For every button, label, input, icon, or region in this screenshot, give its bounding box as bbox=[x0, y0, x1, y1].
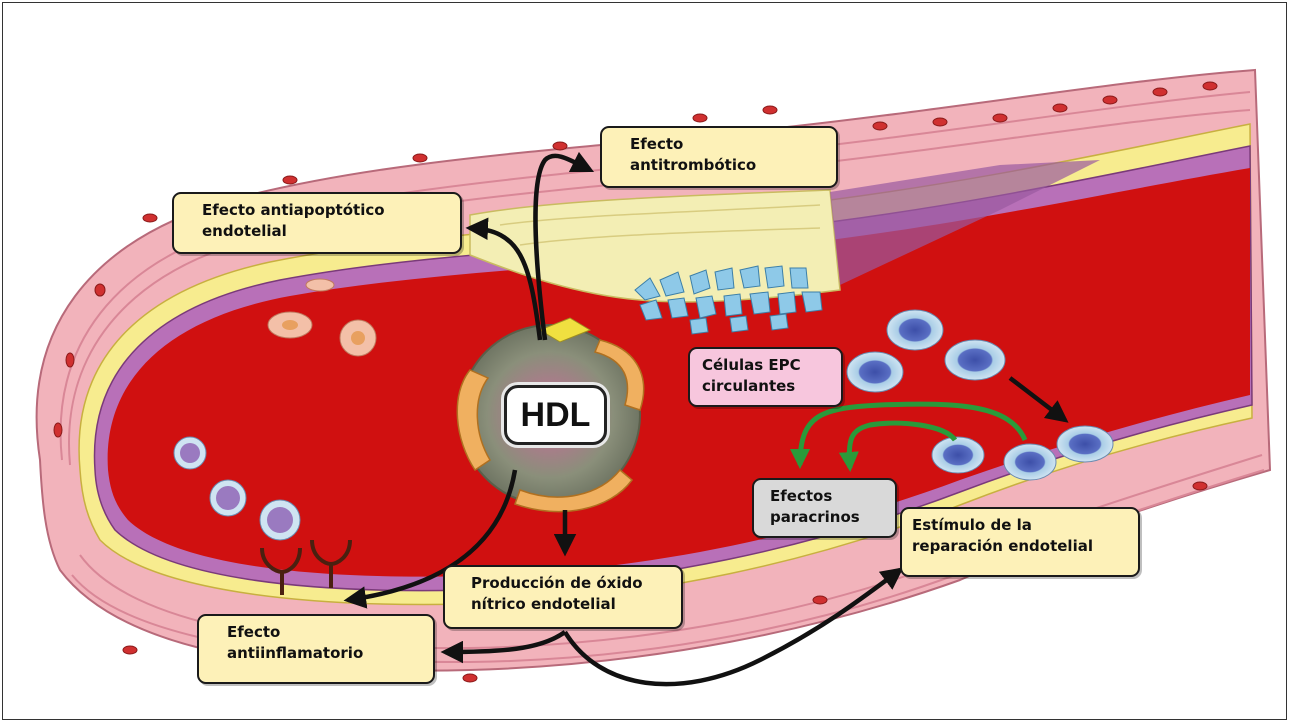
box-antiinflamatorio: Efecto antiinflamatorio bbox=[197, 614, 435, 684]
box-antiapoptotico: Efecto antiapoptótico endotelial bbox=[172, 192, 462, 254]
hdl-label: HDL bbox=[504, 385, 607, 445]
box-oxido-nitrico: Producción de óxido nítrico endotelial bbox=[443, 565, 683, 629]
box-reparacion-endotelial: Estímulo de la reparación endotelial bbox=[900, 507, 1140, 577]
box-efectos-paracrinos: Efectos paracrinos bbox=[752, 478, 897, 538]
box-antitrombotico: Efecto antitrombótico bbox=[600, 126, 838, 188]
box-epc-circulantes: Células EPC circulantes bbox=[688, 347, 843, 407]
